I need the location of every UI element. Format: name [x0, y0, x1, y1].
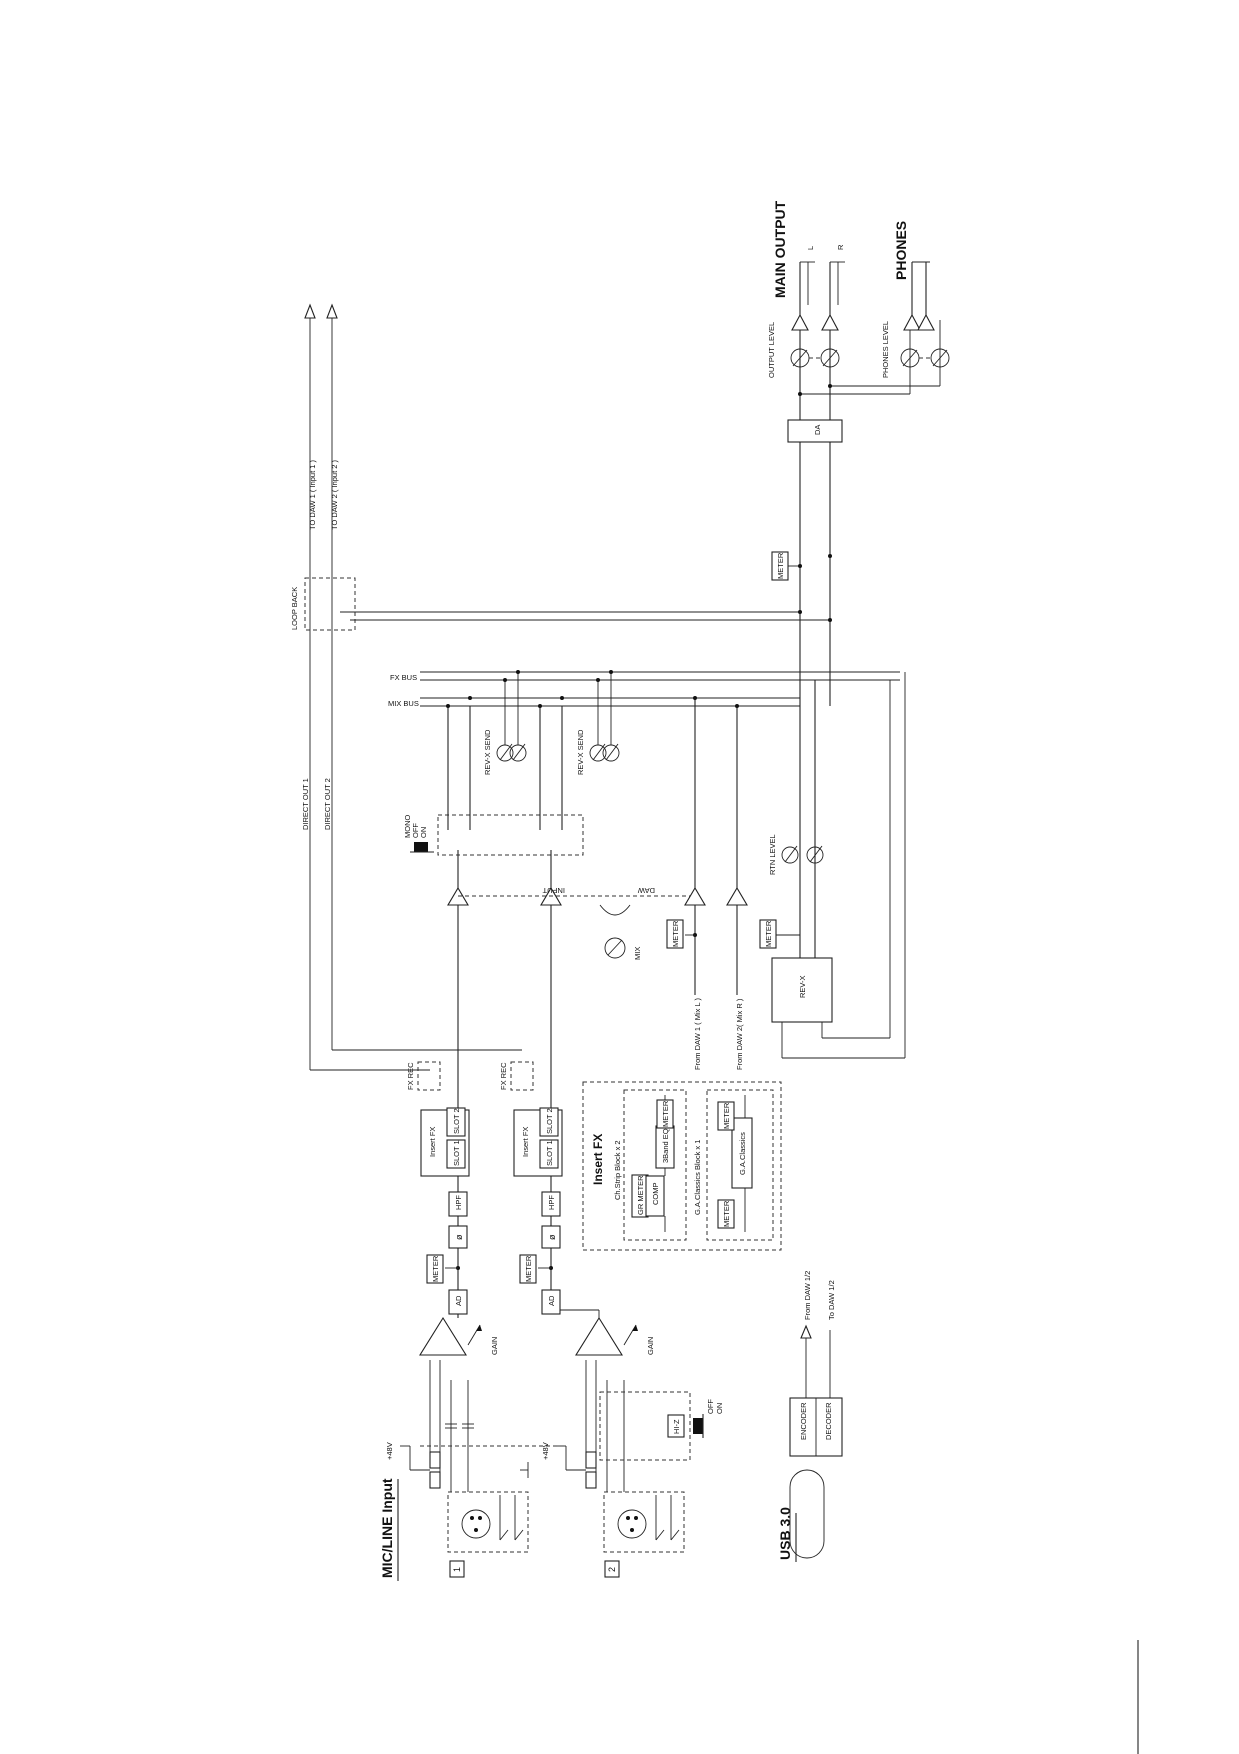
- to-daw-12-label: To DAW 1/2: [827, 1280, 836, 1320]
- mono-on-label: ON: [419, 827, 428, 838]
- from-daw-12-label: From DAW 1/2: [803, 1271, 812, 1320]
- meter-label-main: METER: [776, 552, 785, 579]
- output-level-label: OUTPUT LEVEL: [767, 322, 776, 378]
- main-output-title: MAIN OUTPUT: [772, 200, 788, 298]
- daw-label: DAW: [637, 886, 655, 895]
- loop-back-box: [304, 577, 356, 631]
- channel-2-box: [604, 1560, 620, 1578]
- meter-label-daw: METER: [671, 920, 680, 947]
- hiz-box: [667, 1414, 685, 1438]
- eq-label: 3Band EQ: [661, 1128, 670, 1163]
- output-l-label: L: [806, 246, 815, 250]
- slot2-label-1: SLOT 2: [452, 1108, 461, 1134]
- usb-title: USB 3.0: [777, 1507, 793, 1560]
- meter-label-ga-2: METER: [722, 1102, 731, 1129]
- mix-knob-icon: [604, 937, 626, 959]
- meter-label-2: METER: [524, 1255, 533, 1282]
- mono-switch-box: [437, 814, 584, 856]
- slot1-label-1: SLOT 1: [452, 1140, 461, 1166]
- mix-label: MIX: [633, 947, 642, 960]
- mono-off-label: OFF: [411, 823, 420, 838]
- rev-x-send-2: REV-X SEND: [576, 672, 620, 775]
- phantom-label-1: +48V: [385, 1442, 394, 1460]
- channel-1-chain: AD METER ø HPF Insert FX SLOT 1 SLOT 2 F…: [309, 540, 470, 1318]
- comp-label: COMP: [651, 1183, 660, 1206]
- channel-1-number: 1: [452, 1567, 462, 1572]
- output-section: OUTPUT LEVEL L R PHONES LEVEL: [767, 244, 950, 420]
- rev-x-send-label-2: REV-X SEND: [576, 729, 585, 775]
- hiz-switch-icon: [693, 1418, 703, 1434]
- phase-label-2: ø: [547, 1234, 557, 1240]
- ad-label-2: AD: [547, 1295, 556, 1306]
- insert-fx-label-2: Insert FX: [521, 1127, 530, 1157]
- mix-bus-label: MIX BUS: [388, 699, 419, 708]
- insert-fx-block: Insert FX Ch.Strip Block x 2 GR METER CO…: [582, 1081, 782, 1251]
- da-box: [787, 419, 843, 443]
- to-daw-1-label: TO DAW 1 ( Input 1 ): [308, 459, 317, 530]
- hiz-label: HI-Z: [672, 1419, 681, 1434]
- channel-2-input: +48V HI-Z OFF ON GAIN: [420, 1316, 724, 1553]
- meter-label-1: METER: [431, 1255, 440, 1282]
- fx-bus-label: FX BUS: [390, 673, 417, 682]
- from-daw-1-label: From DAW 1 ( Mix L ): [693, 998, 702, 1070]
- rev-x-send-1: REV-X SEND: [483, 672, 527, 775]
- rev-x-send-label-1: REV-X SEND: [483, 729, 492, 775]
- direct-out-1-label: DIRECT OUT 1: [301, 778, 310, 830]
- ga-block-label: G.A.Classics Block x 1: [693, 1140, 702, 1215]
- mono-label: MONO: [403, 815, 412, 838]
- input-label: INPUT: [542, 886, 565, 895]
- rtn-level-label: RTN LEVEL: [768, 834, 777, 875]
- hpf-label-2: HPF: [547, 1195, 556, 1210]
- fx-rec-label-1: FX REC: [406, 1062, 415, 1090]
- ad-label-1: AD: [454, 1295, 463, 1306]
- direct-out-2-label: DIRECT OUT 2: [323, 778, 332, 830]
- loop-back-label: LOOP BACK: [290, 587, 299, 630]
- phantom-label-2: +48V: [541, 1442, 550, 1460]
- rev-x-section: REV-X METER RTN LEVEL: [759, 672, 906, 1059]
- from-daw-2-label: From DAW 2( Mix R ): [735, 998, 744, 1070]
- gain-label-1: GAIN: [490, 1337, 499, 1355]
- ga-classics-label: G.A.Classics: [738, 1132, 747, 1175]
- hiz-on-label: ON: [715, 1403, 724, 1414]
- meter-label-rtn: METER: [764, 920, 773, 947]
- mix-crossfade-arc: [599, 904, 631, 916]
- rev-x-label: REV-X: [798, 975, 807, 998]
- hiz-off-label: OFF: [706, 1399, 715, 1414]
- mic-line-input-title: MIC/LINE Input: [379, 1478, 395, 1578]
- channel-2-chain: AD METER ø HPF Insert FX SLOT 1 SLOT 2 F…: [331, 540, 600, 1318]
- meter-label-strip: METER: [661, 1100, 670, 1127]
- encoder-label: ENCODER: [799, 1402, 808, 1440]
- channel-1-input: +48V GAIN: [385, 1316, 529, 1553]
- usb-section: ENCODER DECODER From DAW 1/2 To DAW 1/2: [789, 1271, 843, 1559]
- slot2-label-2: SLOT 2: [545, 1108, 554, 1134]
- channel-2-number: 2: [607, 1567, 617, 1572]
- gain-label-2: GAIN: [646, 1337, 655, 1355]
- mono-switch-icon: [414, 842, 428, 852]
- phones-level-label: PHONES LEVEL: [881, 321, 890, 378]
- gr-meter-label: GR METER: [636, 1175, 645, 1215]
- insert-fx-title: Insert FX: [591, 1134, 605, 1185]
- da-label: DA: [813, 425, 822, 435]
- to-daw-2-label: TO DAW 2 ( Input 2 ): [330, 459, 339, 530]
- decoder-label: DECODER: [824, 1402, 833, 1440]
- phones-title: PHONES: [893, 221, 909, 280]
- phase-label-1: ø: [454, 1234, 464, 1240]
- output-r-label: R: [836, 244, 845, 250]
- insert-fx-label-1: Insert FX: [428, 1127, 437, 1157]
- daw-return: METER From DAW 1 ( Mix L ) From DAW 2( M…: [666, 696, 748, 1070]
- meter-label-ga-1: METER: [722, 1200, 731, 1227]
- channel-1-box: [449, 1560, 465, 1578]
- fx-rec-label-2: FX REC: [499, 1062, 508, 1090]
- ch-strip-block-label: Ch.Strip Block x 2: [613, 1140, 622, 1200]
- hpf-label-1: HPF: [454, 1195, 463, 1210]
- slot1-label-2: SLOT 1: [545, 1140, 554, 1166]
